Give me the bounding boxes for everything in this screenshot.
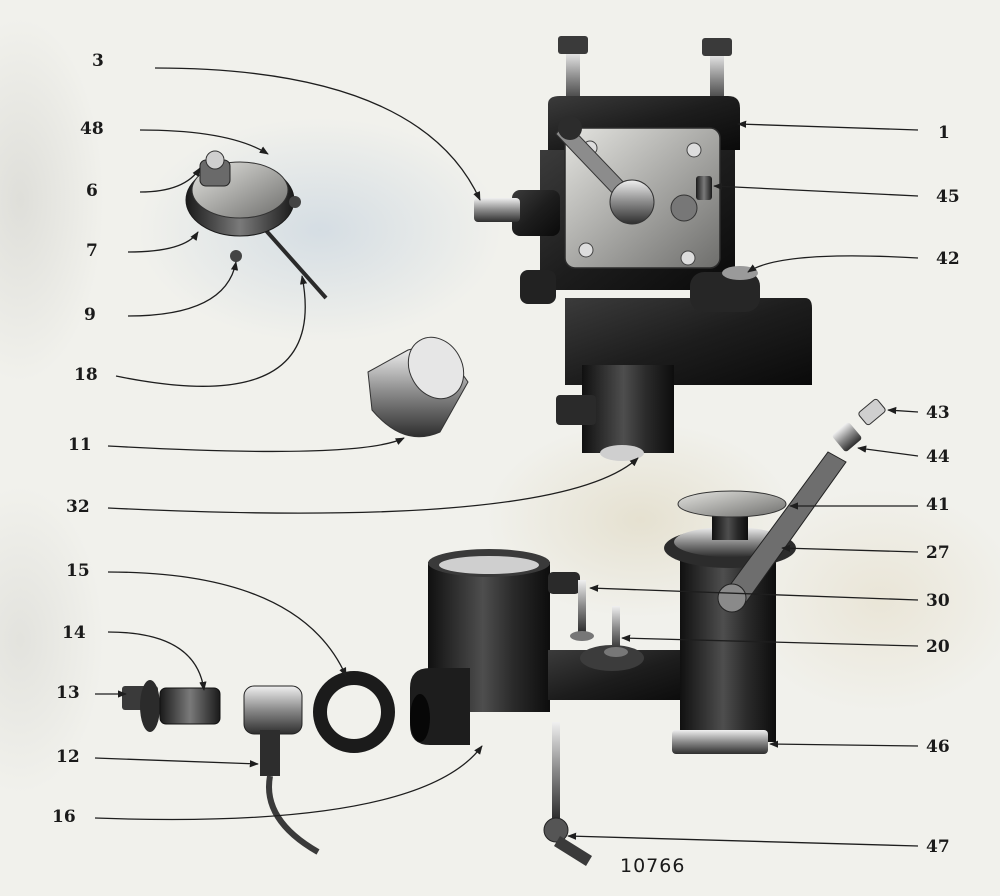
leader-42: [747, 255, 919, 273]
leader-15: [107, 571, 347, 677]
callout-18: 18: [74, 365, 98, 385]
callout-13: 13: [56, 683, 80, 703]
leader-44: [857, 445, 919, 457]
callout-1: 1: [938, 123, 950, 143]
leader-3: [154, 67, 481, 201]
callout-46: 46: [926, 737, 950, 757]
callout-16: 16: [52, 807, 76, 827]
callout-12: 12: [56, 747, 80, 767]
callout-32: 32: [66, 497, 90, 517]
leader-27: [781, 544, 919, 553]
lower-body-assembly: [410, 398, 886, 754]
callout-48: 48: [80, 119, 104, 139]
callout-45: 45: [936, 187, 960, 207]
callout-41: 41: [926, 495, 950, 515]
leader-20: [621, 634, 919, 647]
leader-48: [139, 129, 269, 155]
leader-46: [769, 740, 919, 748]
callout-30: 30: [926, 591, 950, 611]
leader-11: [107, 437, 405, 453]
leader-7: [127, 231, 199, 253]
callout-20: 20: [926, 637, 950, 657]
leader-47: [567, 832, 919, 847]
leader-30: [589, 584, 919, 601]
float-cap: [367, 336, 469, 438]
leader-43: [887, 406, 919, 415]
callout-6: 6: [86, 181, 98, 201]
callout-14: 14: [62, 623, 86, 643]
leader-lines: [94, 67, 919, 847]
leader-18: [115, 275, 308, 387]
callout-3: 3: [92, 51, 104, 71]
leader-45: [713, 182, 919, 197]
leader-14: [107, 631, 207, 691]
leader-16: [94, 745, 483, 821]
callout-43: 43: [926, 403, 950, 423]
callout-27: 27: [926, 543, 950, 563]
leader-12: [94, 757, 259, 768]
callout-15: 15: [66, 561, 90, 581]
callout-9: 9: [84, 305, 96, 325]
small-parts: [122, 671, 592, 866]
upper-body-assembly: [474, 36, 812, 461]
leader-1: [737, 120, 919, 131]
plate-number: 10766: [620, 855, 685, 877]
callout-42: 42: [936, 249, 960, 269]
callout-labels: 3 48 6 7 9 18 11 32 15 14 13 12 16 1 45 …: [52, 51, 960, 877]
callout-7: 7: [86, 241, 98, 261]
leader-32: [107, 457, 639, 514]
air-regulator-cap: [185, 150, 328, 300]
leader-6: [139, 167, 201, 193]
callout-47: 47: [926, 837, 950, 857]
leader-9: [127, 261, 239, 317]
callout-44: 44: [926, 447, 950, 467]
callout-11: 11: [68, 435, 92, 455]
